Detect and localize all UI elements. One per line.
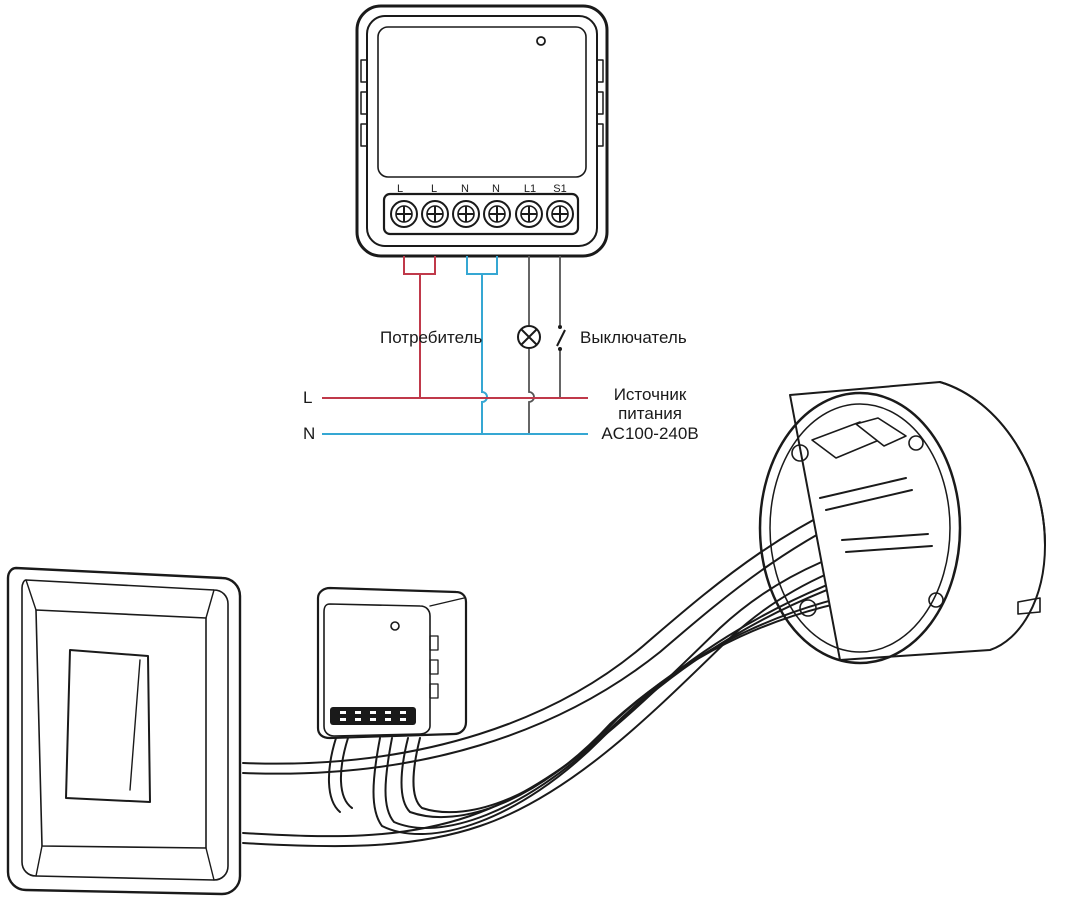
terminal-label-3: N bbox=[461, 183, 469, 195]
side-ribs-left bbox=[360, 59, 368, 147]
cable-ends bbox=[819, 477, 933, 553]
label-line-l: L bbox=[303, 388, 312, 407]
wall-switch bbox=[6, 566, 242, 896]
side-ribs-right bbox=[596, 59, 604, 147]
label-consumer: Потребитель bbox=[380, 328, 482, 347]
label-switch: Выключатель bbox=[580, 328, 687, 347]
terminal-screws bbox=[390, 200, 574, 228]
wire-live-bracket bbox=[403, 256, 436, 398]
module-terminal-strip bbox=[330, 707, 416, 725]
terminal-label-5: L1 bbox=[524, 183, 536, 195]
relay-module-3d bbox=[316, 586, 468, 740]
relay-module: L L N N L1 S1 bbox=[355, 4, 609, 258]
label-source-2: питания bbox=[618, 404, 682, 423]
junction-box bbox=[758, 381, 1046, 665]
cable-bundle bbox=[242, 477, 935, 848]
terminal-label-2: L bbox=[431, 183, 437, 195]
label-source-3: AC100-240В bbox=[601, 424, 698, 443]
terminal-screw-icon bbox=[452, 200, 480, 228]
terminal-screw-icon bbox=[483, 200, 511, 228]
schematic: Потребитель Выключатель L N Источник пит… bbox=[303, 256, 699, 443]
installation-illustration bbox=[6, 381, 1046, 896]
terminal-screw-icon bbox=[390, 200, 418, 228]
switch-symbol-icon bbox=[556, 325, 566, 351]
module-led-icon bbox=[390, 621, 400, 631]
terminal-screw-icon bbox=[546, 200, 574, 228]
label-source-1: Источник bbox=[614, 385, 687, 404]
terminal-label-6: S1 bbox=[553, 183, 566, 195]
rocker-button bbox=[65, 649, 151, 803]
terminal-label-4: N bbox=[492, 183, 500, 195]
terminal-screw-icon bbox=[515, 200, 543, 228]
lamp-icon bbox=[517, 325, 541, 349]
terminal-screw-icon bbox=[421, 200, 449, 228]
status-led-icon bbox=[536, 36, 546, 46]
label-line-n: N bbox=[303, 424, 315, 443]
terminal-block bbox=[382, 192, 580, 236]
terminal-label-1: L bbox=[397, 183, 403, 195]
